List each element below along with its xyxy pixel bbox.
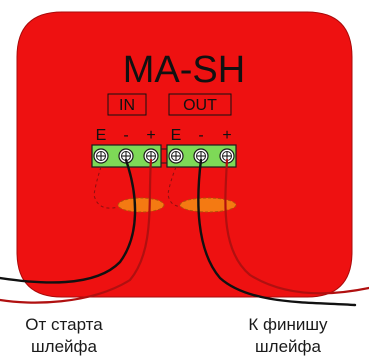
- in-label: IN: [119, 97, 135, 114]
- hidden-wire-paths: [93, 166, 191, 209]
- right-wire-clamp: [179, 197, 237, 213]
- right-red-wire: [224, 158, 369, 295]
- out-pin-plus-label: +: [222, 127, 231, 144]
- device-title: MA-SH: [123, 49, 245, 91]
- caption-loop-end: К финишу шлейфа: [222, 314, 354, 358]
- out-pin-minus-label: -: [198, 127, 203, 144]
- caption-loop-start: От старта шлейфа: [8, 314, 120, 358]
- caption-loop-end-line1: К финишу: [248, 315, 328, 334]
- out-label: OUT: [183, 97, 217, 114]
- in-label-box: [107, 93, 147, 116]
- out-label-box: [168, 93, 232, 116]
- caption-loop-start-line2: шлейфа: [31, 337, 97, 356]
- caption-loop-end-line2: шлейфа: [255, 337, 321, 356]
- in-pin-plus-label: +: [146, 127, 155, 144]
- screw-out-plus: [219, 148, 235, 164]
- left-red-wire: [0, 158, 153, 304]
- right-black-wire: [197, 158, 357, 307]
- in-pin-e-label: E: [96, 127, 107, 144]
- left-wire-clamp: [117, 197, 165, 213]
- screw-in-minus: [118, 148, 134, 164]
- out-pin-e-label: E: [171, 127, 182, 144]
- screw-in-e: [93, 148, 109, 164]
- screw-out-minus: [193, 148, 209, 164]
- left-black-wire: [0, 158, 137, 284]
- screw-out-e: [168, 148, 184, 164]
- in-pin-minus-label: -: [123, 127, 128, 144]
- caption-loop-start-line1: От старта: [25, 315, 103, 334]
